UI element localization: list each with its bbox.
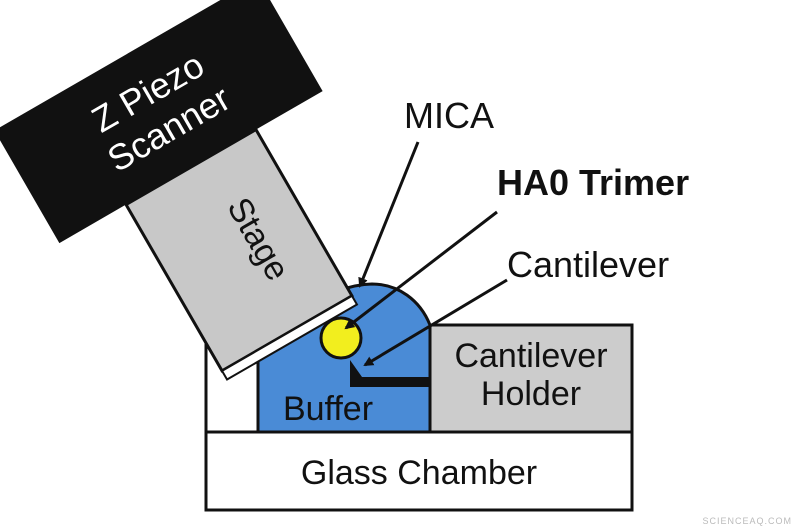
mica-label: MICA <box>404 95 494 136</box>
glass-chamber <box>204 430 634 512</box>
stage-scanner-assembly: Stage Z Piezo Scanner <box>0 0 359 381</box>
cantilever-holder-label-line1: Cantilever <box>454 337 607 375</box>
cantilever-tip <box>350 360 362 387</box>
ha0-trimer-label: HA0 Trimer <box>497 162 689 203</box>
mica-arrow <box>358 141 420 288</box>
cantilever-arrow <box>363 278 508 367</box>
ha0-trimer-arrow <box>344 210 498 330</box>
cantilever-holder <box>428 323 634 434</box>
glass-chamber-label: Glass Chamber <box>301 454 537 492</box>
cantilever-beam <box>350 377 430 387</box>
ha0-trimer <box>319 316 363 360</box>
z-piezo-scanner <box>0 0 323 244</box>
watermark: SCIENCEAQ.COM <box>702 516 792 526</box>
buffer-label: Buffer <box>283 390 373 428</box>
cantilever-label: Cantilever <box>507 244 669 285</box>
mica-layer <box>220 294 359 381</box>
cantilever-holder-label-line2: Holder <box>481 375 581 413</box>
